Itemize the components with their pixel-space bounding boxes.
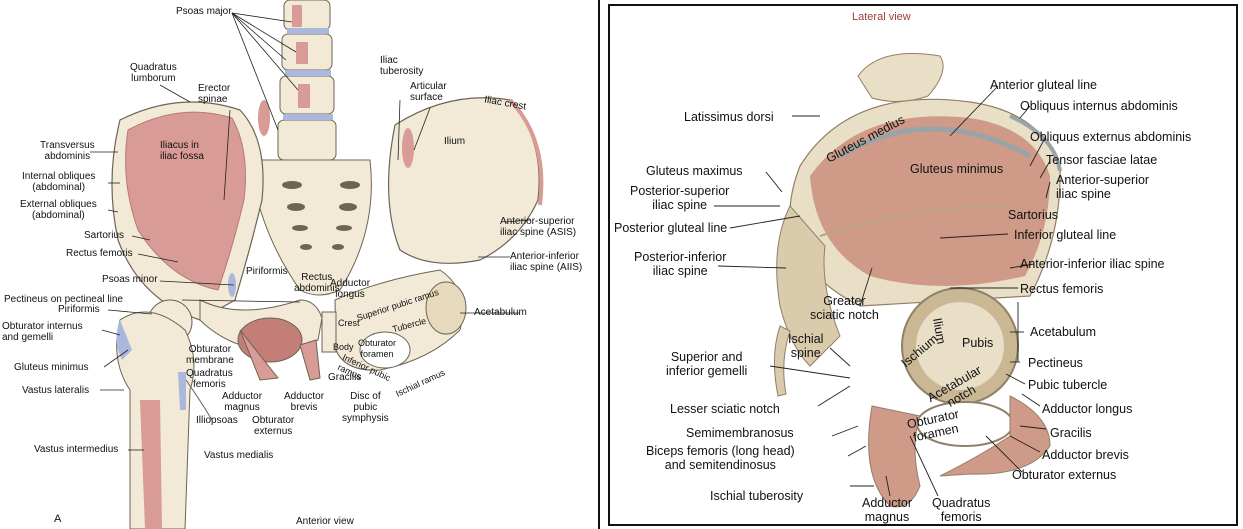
anterior-view-panel: Psoas major Iliac tuberosity Articular s…: [0, 0, 600, 529]
label-gracilis-a: Gracilis: [328, 372, 361, 383]
right-ilium: [389, 98, 540, 264]
label-piriformis: Piriformis: [58, 304, 100, 315]
lateral-view-panel: Lateral view Anterior gluteal line Obliq…: [608, 4, 1238, 526]
sacral-bone: [858, 54, 943, 102]
label-posterior-gluteal-line: Posterior gluteal line: [614, 221, 727, 235]
label-disc-pubic-symphysis: Disc of pubic symphysis: [342, 391, 389, 424]
label-gemelli: Superior and inferior gemelli: [666, 350, 747, 378]
label-obturator-externus-b: Obturator externus: [1012, 468, 1116, 482]
label-pectineus-b: Pectineus: [1028, 356, 1083, 370]
label-quadratus-femoris-a: Quadratus femoris: [186, 368, 233, 390]
label-quadratus-femoris-b: Quadratus femoris: [932, 496, 990, 524]
panel-letter: A: [54, 514, 61, 525]
label-body: Body: [333, 342, 354, 353]
label-pubis: Pubis: [962, 336, 993, 350]
label-semimembranosus: Semimembranosus: [686, 426, 794, 440]
label-external-obliques: External obliques (abdominal): [20, 199, 97, 221]
label-pubic-tubercle: Pubic tubercle: [1028, 378, 1107, 392]
label-adductor-brevis-b: Adductor brevis: [1042, 448, 1129, 462]
label-obturator-foramen-a: Obturator foramen: [358, 338, 396, 360]
label-piis: Posterior-inferior iliac spine: [634, 250, 726, 278]
label-psis: Posterior-superior iliac spine: [630, 184, 729, 212]
label-aiis: Anterior-inferior iliac spine (AIIS): [510, 251, 582, 273]
label-ischial-spine: Ischial spine: [788, 332, 823, 360]
label-piriformis-inner: Piriformis: [246, 266, 288, 277]
label-sartorius-b: Sartorius: [1008, 208, 1058, 222]
label-iliacus: Iliacus in iliac fossa: [160, 140, 204, 162]
label-transversus-abdominis: Transversus abdominis: [40, 140, 95, 162]
label-adductor-brevis-a: Adductor brevis: [284, 391, 324, 413]
panel-a-caption: Anterior view: [296, 516, 354, 527]
label-tensor-fasciae-latae: Tensor fasciae latae: [1046, 153, 1157, 167]
label-latissimus-dorsi: Latissimus dorsi: [684, 110, 774, 124]
label-inferior-gluteal-line: Inferior gluteal line: [1014, 228, 1116, 242]
label-gluteus-minimus-b: Gluteus minimus: [910, 162, 1003, 176]
label-biceps-femoris: Biceps femoris (long head) and semitendi…: [646, 444, 795, 472]
label-acetabulum-b: Acetabulum: [1030, 325, 1096, 339]
label-psoas-minor: Psoas minor: [102, 274, 158, 285]
label-acetabulum-a: Acetabulum: [474, 307, 527, 318]
label-rectus-femoris-b: Rectus femoris: [1020, 282, 1103, 296]
label-adductor-magnus-a: Adductor magnus: [222, 391, 262, 413]
label-adductor-longus: Adductor longus: [330, 278, 370, 300]
label-obturator-internus: Obturator internus and gemelli: [2, 321, 83, 343]
label-ilium: Ilium: [444, 136, 465, 147]
label-erector-spinae: Erector spinae: [198, 83, 230, 105]
label-adductor-magnus-b: Adductor magnus: [862, 496, 912, 524]
label-rectus-femoris: Rectus femoris: [66, 248, 133, 259]
label-aiis-b: Anterior-inferior iliac spine: [1020, 257, 1165, 271]
label-greater-sciatic-notch: Greater sciatic notch: [810, 294, 879, 322]
label-gluteus-maximus: Gluteus maximus: [646, 164, 743, 178]
label-anterior-gluteal-line: Anterior gluteal line: [990, 78, 1097, 92]
label-articular-surface: Articular surface: [410, 81, 447, 103]
label-obturator-membrane: Obturator membrane: [186, 344, 234, 366]
label-gluteus-minimus-a: Gluteus minimus: [14, 362, 88, 373]
label-adductor-longus-b: Adductor longus: [1042, 402, 1132, 416]
label-obturator-externus-a: Obturator externus: [252, 415, 294, 437]
label-vastus-lateralis: Vastus lateralis: [22, 385, 89, 396]
label-ischial-tuberosity: Ischial tuberosity: [710, 489, 803, 503]
label-obliquus-internus: Obliquus internus abdominis: [1020, 99, 1178, 113]
lumbar-spine: [278, 0, 336, 160]
label-iliac-tuberosity: Iliac tuberosity: [380, 55, 423, 77]
label-gracilis-b: Gracilis: [1050, 426, 1092, 440]
label-illiopsoas: Illiopsoas: [196, 415, 238, 426]
label-crest: Crest: [338, 318, 360, 329]
label-vastus-medialis: Vastus medialis: [204, 450, 273, 461]
label-asis-b: Anterior-superior iliac spine: [1056, 173, 1149, 201]
label-psoas-major: Psoas major: [176, 6, 232, 17]
label-obliquus-externus: Obliquus externus abdominis: [1030, 130, 1191, 144]
label-sartorius: Sartorius: [84, 230, 124, 241]
label-asis: Anterior-superior iliac spine (ASIS): [500, 216, 576, 238]
label-lesser-sciatic-notch: Lesser sciatic notch: [670, 402, 780, 416]
label-internal-obliques: Internal obliques (abdominal): [22, 171, 95, 193]
label-vastus-intermedius: Vastus intermedius: [34, 444, 118, 455]
panel-b-title: Lateral view: [852, 10, 911, 24]
label-quadratus-lumborum: Quadratus lumborum: [130, 62, 177, 84]
